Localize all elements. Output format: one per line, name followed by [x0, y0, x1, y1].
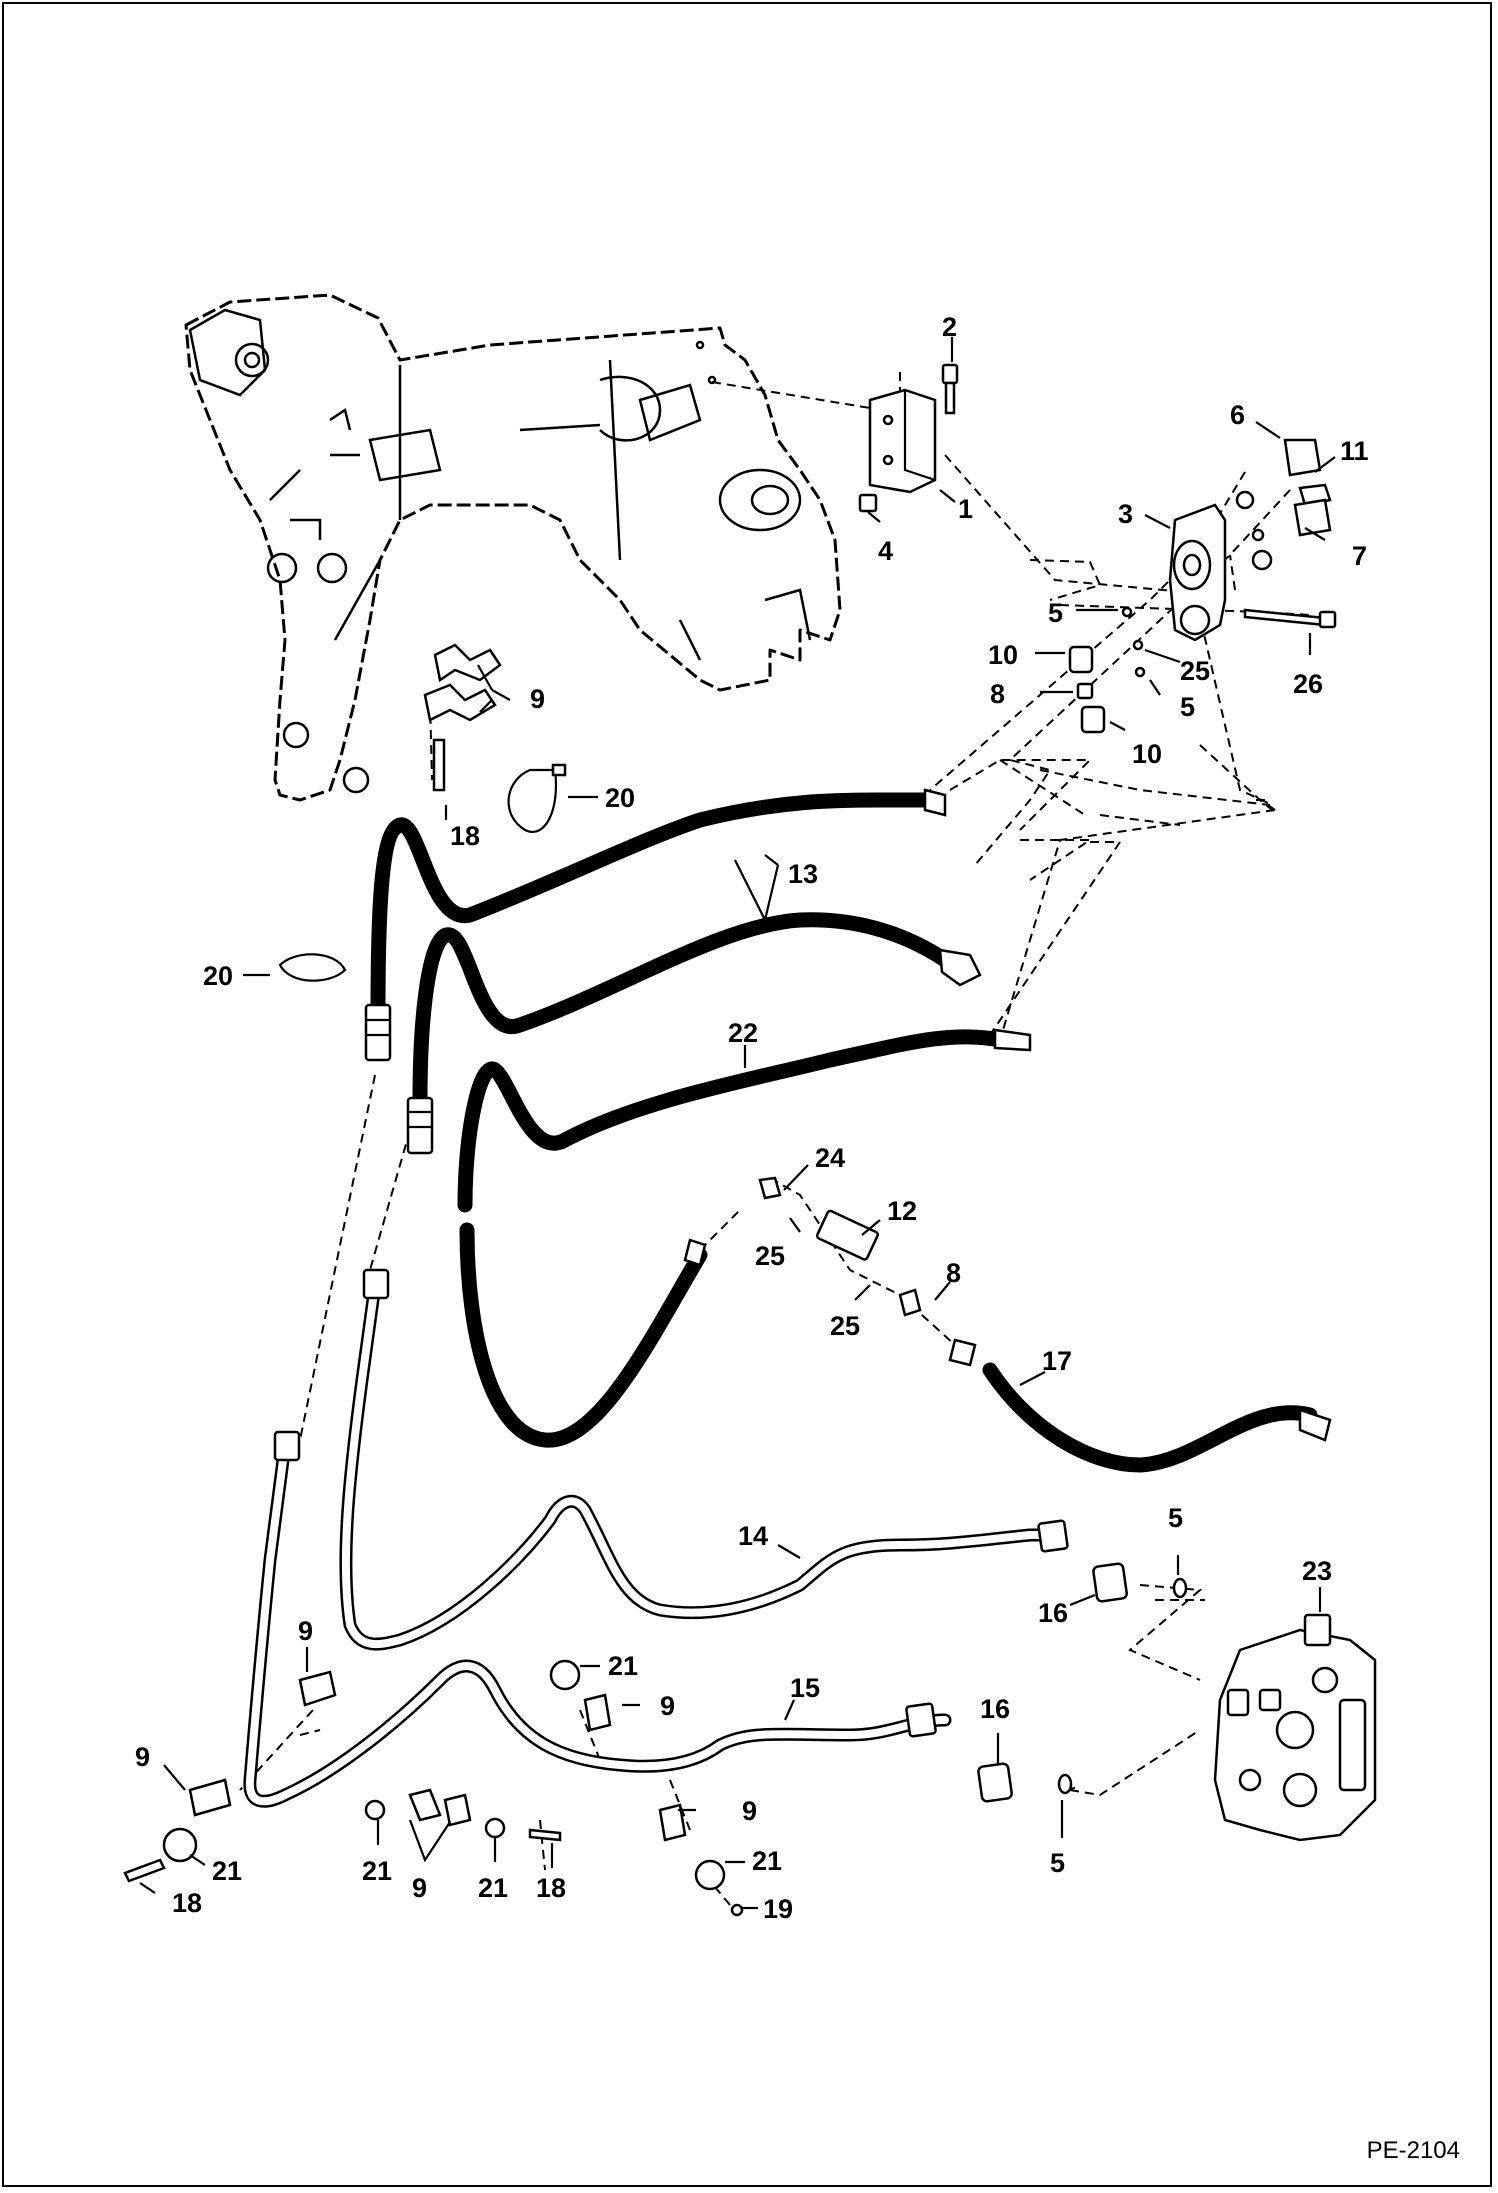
- callout-26: 26: [1293, 669, 1323, 699]
- callout-16-b: 16: [980, 1694, 1010, 1724]
- callout-13: 13: [788, 859, 818, 889]
- filter-12: [815, 1209, 879, 1261]
- callout-6: 6: [1230, 400, 1245, 430]
- callout-10-a: 10: [988, 640, 1018, 670]
- tube-15: [245, 1441, 949, 1806]
- callout-5-d: 5: [1050, 1848, 1065, 1878]
- assembly-leader-lines: [239, 372, 1311, 1906]
- callout-9-d: 9: [660, 1691, 675, 1721]
- hose-22-lower: [459, 1222, 708, 1448]
- callout-16-a: 16: [1038, 1598, 1068, 1628]
- callout-5-b: 5: [1180, 692, 1195, 722]
- hose-13-lower: [412, 912, 953, 1108]
- callout-23: 23: [1302, 1556, 1332, 1586]
- callout-11: 11: [1340, 436, 1369, 466]
- callouts: 1 2 3 4 5 5 5 5 6 7 8 8 9 9 9 9 9 9 10 1…: [135, 312, 1369, 1924]
- callout-8-a: 8: [990, 679, 1005, 709]
- callout-18-a: 18: [450, 821, 480, 851]
- tube-nut-14-end: [1037, 1519, 1069, 1553]
- hoses: [370, 792, 1318, 1473]
- callout-21-d: 21: [478, 1873, 508, 1903]
- hose-fitting-13-lower: [406, 1096, 434, 1155]
- callout-21-c: 21: [362, 1856, 392, 1886]
- fittings: [273, 788, 1332, 1738]
- callout-25-c: 25: [830, 1311, 860, 1341]
- callout-15: 15: [790, 1673, 820, 1703]
- tube-14: [341, 1281, 1049, 1649]
- callout-19: 19: [763, 1894, 793, 1924]
- callout-21-a: 21: [608, 1651, 638, 1681]
- tube-14: [339, 1278, 1052, 1651]
- callout-5-a: 5: [1048, 598, 1063, 628]
- callout-2: 2: [942, 312, 957, 342]
- callout-22: 22: [728, 1018, 758, 1048]
- small-parts: [123, 363, 1377, 1917]
- callout-25-a: 25: [1180, 656, 1210, 686]
- callout-3: 3: [1118, 499, 1133, 529]
- callout-8-b: 8: [946, 1258, 961, 1288]
- figure-id: PE-2104: [1366, 2137, 1460, 2164]
- lift-arm-frame: [184, 293, 842, 802]
- callout-1: 1: [958, 494, 973, 524]
- callout-10-b: 10: [1132, 739, 1162, 769]
- callout-14: 14: [738, 1521, 768, 1551]
- hose-fitting-13-upper: [364, 1003, 392, 1062]
- callout-5-c: 5: [1168, 1503, 1183, 1533]
- callout-12: 12: [887, 1196, 917, 1226]
- callout-25-b: 25: [755, 1241, 785, 1271]
- callout-4: 4: [878, 536, 893, 566]
- callout-9-c: 9: [135, 1742, 150, 1772]
- hose-22: [457, 1029, 1008, 1213]
- callout-leaders: [139, 337, 1336, 1910]
- steel-tubes: [243, 1278, 1052, 1808]
- tube-nut-15: [273, 1430, 301, 1462]
- callout-9-e: 9: [742, 1796, 757, 1826]
- callout-21-b: 21: [212, 1856, 242, 1886]
- hose-13-upper: [370, 792, 938, 1018]
- callout-7: 7: [1352, 541, 1367, 571]
- callout-18-b: 18: [172, 1888, 202, 1918]
- callout-9-f: 9: [412, 1873, 427, 1903]
- callout-20-b: 20: [203, 961, 233, 991]
- hose-17: [982, 1362, 1318, 1473]
- callout-9-b: 9: [298, 1616, 313, 1646]
- callout-17: 17: [1042, 1346, 1072, 1376]
- callout-18-c: 18: [536, 1873, 566, 1903]
- tube-nut-14: [362, 1268, 390, 1300]
- tube-nut-15-end: [905, 1702, 937, 1738]
- callout-21-e: 21: [752, 1846, 782, 1876]
- callout-24: 24: [815, 1143, 845, 1173]
- callout-9-a: 9: [530, 684, 545, 714]
- callout-20-a: 20: [605, 783, 635, 813]
